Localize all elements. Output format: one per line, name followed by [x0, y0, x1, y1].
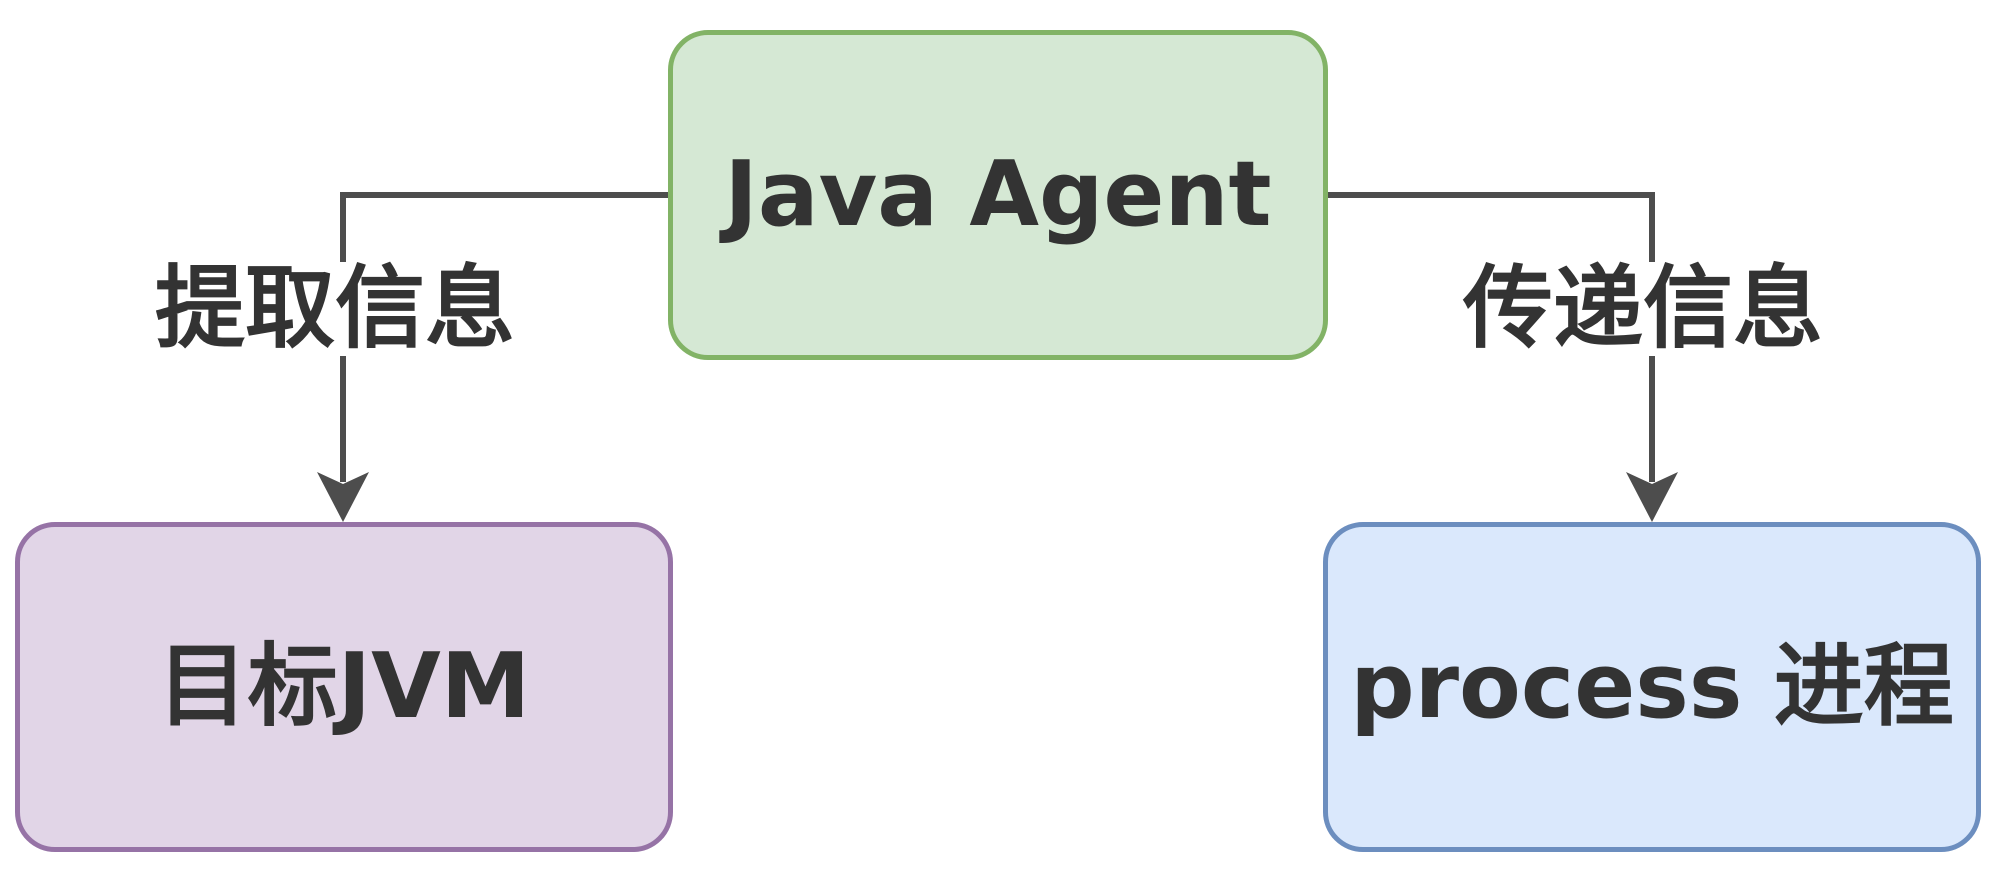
- edge-agent-to-jvm: [340, 192, 668, 482]
- edge-label-extract-info: 提取信息: [155, 256, 515, 361]
- edge-label-send-info: 传递信息: [1463, 256, 1823, 361]
- target-jvm-label: 目标JVM: [157, 634, 531, 739]
- process-node[interactable]: process 进程: [1323, 522, 1981, 852]
- java-agent-node[interactable]: Java Agent: [668, 30, 1328, 360]
- process-label: process 进程: [1350, 634, 1954, 739]
- java-agent-label: Java Agent: [724, 142, 1272, 247]
- edge-agent-to-process: [1328, 192, 1655, 482]
- arrowhead-jvm: [317, 472, 369, 522]
- arrowhead-process: [1626, 472, 1678, 522]
- target-jvm-node[interactable]: 目标JVM: [15, 522, 673, 852]
